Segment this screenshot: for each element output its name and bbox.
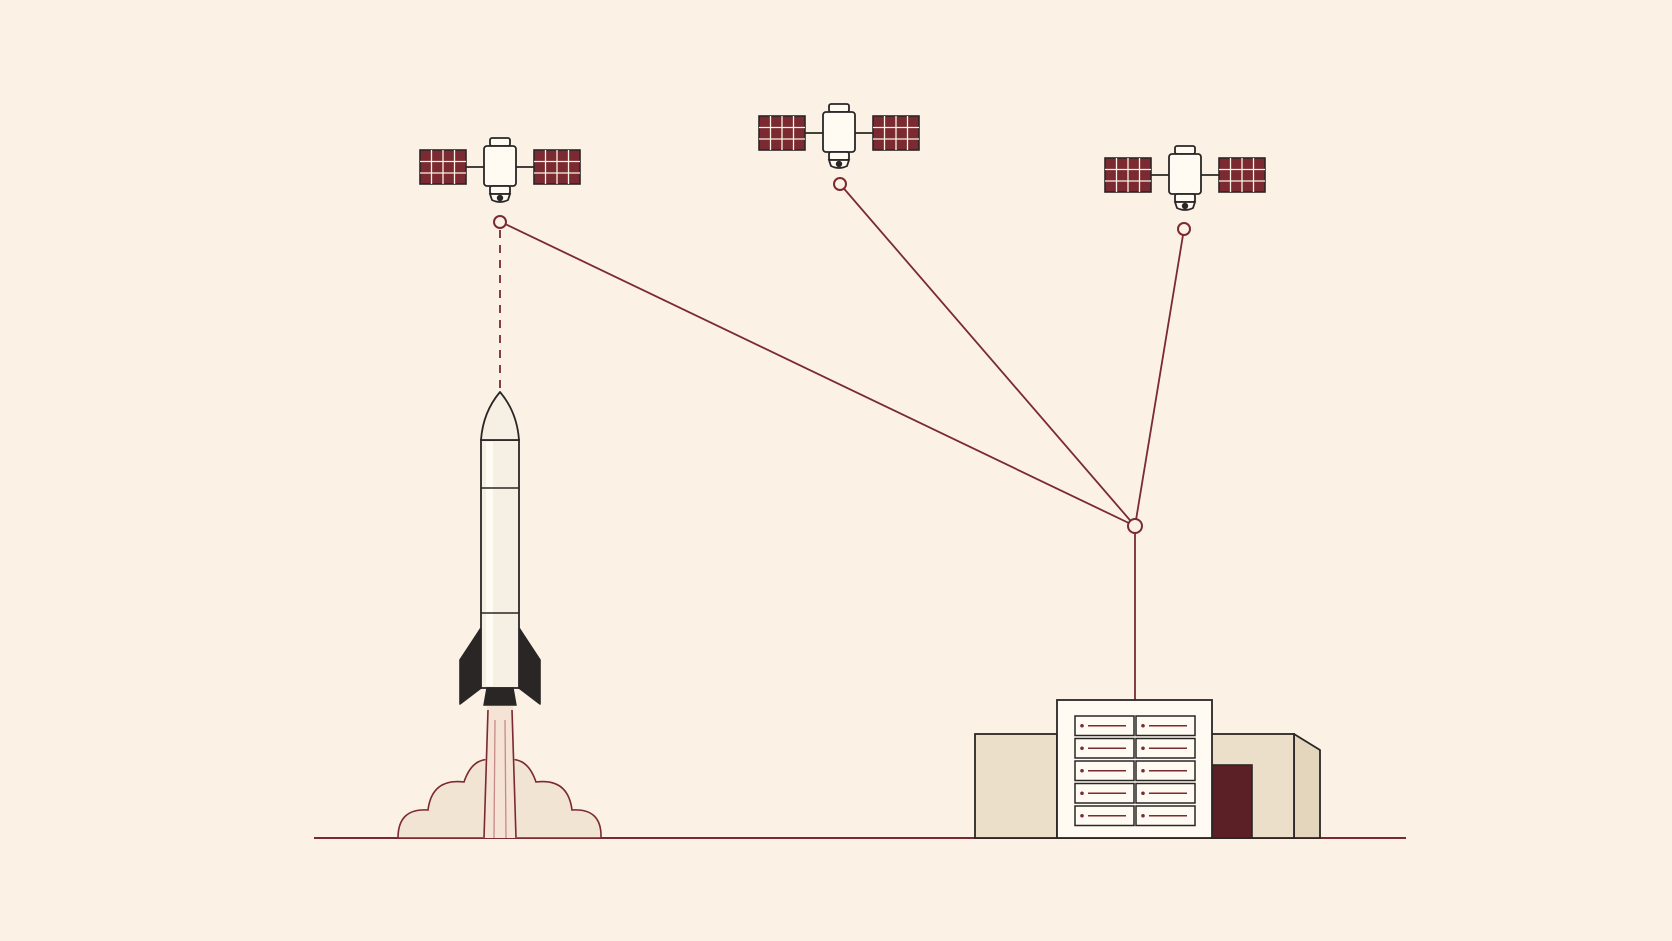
relay-node-icon [1127,518,1143,534]
server-unit [1074,737,1135,759]
communication-links [499,183,1185,700]
server-unit [1135,760,1196,782]
building-side [1293,733,1321,839]
server-racks [1074,715,1196,827]
ground-station [974,699,1321,839]
server-unit [1074,760,1135,782]
server-unit [1135,805,1196,827]
server-unit [1074,715,1135,737]
satellite-right-node [1177,222,1191,236]
server-unit [1135,737,1196,759]
building-door [1210,764,1253,839]
server-unit [1135,715,1196,737]
link-satellite-right-to-relay [1134,228,1185,527]
link-satellite-middle-to-relay [839,183,1136,527]
rocket-nozzle [483,687,517,706]
rocket-exhaust [397,705,602,839]
rocket-nose-cone [480,391,520,441]
link-satellite-left-to-relay [500,221,1136,527]
satellite-left-node [493,215,507,229]
building-left-wing [974,733,1058,839]
rocket [459,391,541,706]
exhaust-plume [483,705,517,838]
server-unit [1074,782,1135,804]
server-unit [1135,782,1196,804]
satellite-middle-node [833,177,847,191]
server-unit [1074,805,1135,827]
